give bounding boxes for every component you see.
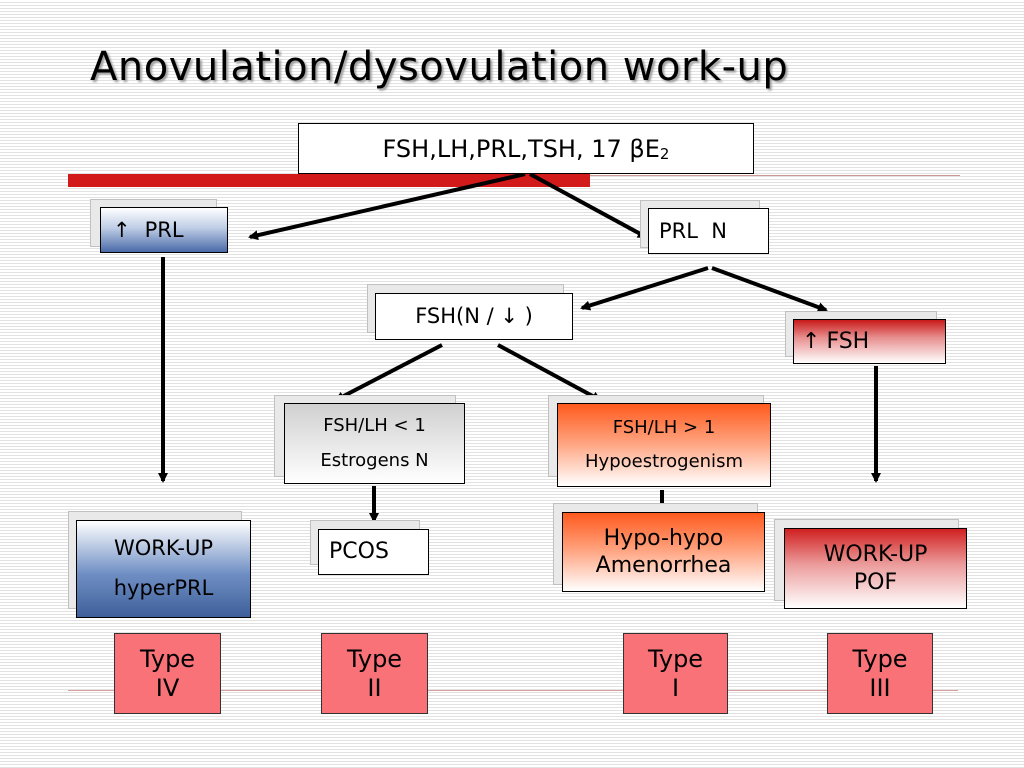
prl-normal-box: PRL N	[648, 208, 769, 254]
arrow-fsh-low-to-ratio-low	[334, 343, 443, 402]
arrow-root-to-prl-high	[248, 172, 526, 241]
root-tests-subscript: 2	[659, 145, 670, 164]
type-ii-line2: II	[367, 673, 382, 702]
root-tests-text: FSH,LH,PRL,TSH, 17 βE	[382, 134, 660, 163]
type-iv-box: Type IV	[114, 633, 221, 714]
arrow-fsh-low-to-ratio-high	[497, 343, 602, 402]
title-accent-bar	[68, 174, 590, 187]
fsh-high-box: ↑ FSH	[793, 319, 946, 364]
ratio-high-box: FSH/LH > 1 Hypoestrogenism	[557, 403, 771, 487]
type-iv-line2: IV	[155, 673, 180, 702]
up-arrow-icon: ↑	[802, 328, 821, 354]
ratio-low-line1: FSH/LH < 1	[323, 415, 426, 437]
workup-pof-box: WORK-UP POF	[784, 528, 967, 609]
type-i-box: Type I	[623, 633, 728, 714]
pcos-box: PCOS	[318, 529, 429, 575]
type-iv-line1: Type	[139, 644, 196, 673]
workup-hyperprl-box: WORK-UP hyperPRL	[76, 520, 251, 618]
fsh-low-label: FSH(N / ↓ )	[415, 304, 533, 329]
hypo-hypo-line2: Amenorrhea	[595, 553, 732, 578]
ratio-low-line2: Estrogens N	[320, 449, 429, 471]
workup-hyperprl-line1: WORK-UP	[113, 536, 214, 561]
page-title: Anovulation/dysovulation work-up	[90, 44, 789, 90]
pcos-label: PCOS	[329, 539, 389, 565]
type-iii-box: Type III	[827, 633, 933, 714]
type-ii-box: Type II	[321, 633, 428, 714]
workup-hyperprl-line2: hyperPRL	[113, 576, 214, 600]
prl-high-box: ↑ PRL	[100, 207, 228, 253]
type-iii-line2: III	[869, 673, 891, 702]
type-ii-line1: Type	[346, 644, 403, 673]
type-i-line2: I	[671, 673, 680, 702]
up-arrow-icon: ↑	[113, 217, 131, 242]
arrow-root-to-prl-normal	[529, 172, 648, 239]
hypo-hypo-line1: Hypo-hypo	[603, 525, 724, 551]
fsh-low-box: FSH(N / ↓ )	[375, 293, 573, 340]
footer-divider	[68, 690, 958, 691]
workup-pof-line1: WORK-UP	[823, 542, 928, 567]
type-iii-line1: Type	[852, 644, 908, 673]
title-accent-line	[590, 175, 960, 176]
prl-high-label: PRL	[144, 217, 184, 242]
workup-pof-line2: POF	[853, 569, 898, 595]
ratio-high-line2: Hypoestrogenism	[585, 451, 743, 472]
hypo-hypo-box: Hypo-hypo Amenorrhea	[562, 512, 765, 592]
prl-normal-label: PRL N	[659, 218, 728, 243]
type-i-line1: Type	[647, 644, 704, 673]
arrow-prl-normal-to-fsh-low	[580, 266, 709, 311]
fsh-high-label: FSH	[826, 328, 870, 354]
ratio-high-line1: FSH/LH > 1	[612, 416, 716, 438]
arrow-prl-normal-to-fsh-high	[711, 266, 828, 312]
ratio-low-box: FSH/LH < 1 Estrogens N	[284, 403, 465, 484]
